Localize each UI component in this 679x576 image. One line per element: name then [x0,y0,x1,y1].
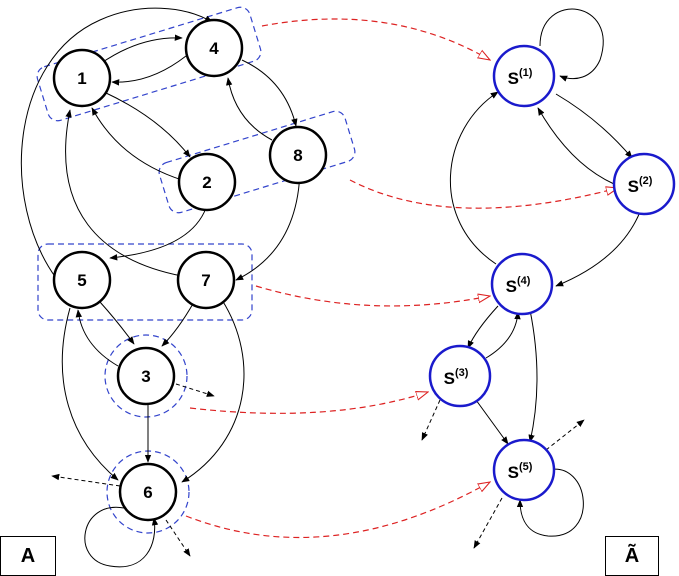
node-6: 6 [118,462,178,522]
group-2-8-outline [158,110,356,214]
sedge-s5-out-up [545,419,585,451]
supernode-s3: S(3) [428,344,492,408]
edge-1-2 [103,91,191,158]
graph-a-label: A [0,536,56,576]
sedge-s4-s3 [467,305,499,349]
supernode-s2: S(2) [612,152,676,216]
graph-a-external-arrows [51,383,215,557]
supernode-s1-base: S [508,69,519,88]
node-4-label: 4 [209,39,219,58]
graph-a-tilde-edges [450,8,641,537]
supernode-s3-base: S [444,369,455,388]
sedge-s4-s5 [528,309,538,443]
mapping-arrows [185,18,618,539]
node-3-label: 3 [141,367,150,386]
graph-a-edges [20,7,301,568]
node-3: 3 [116,346,176,406]
sedge-s1-s2 [555,93,633,159]
edge-8-7 [235,169,301,281]
svg-text:S(1): S(1) [508,67,533,88]
map-group28-to-s2 [349,179,618,209]
supernode-s4-base: S [506,277,517,296]
edge-2-5 [109,207,207,261]
sedge-s2-s4 [555,211,641,287]
svg-text:S(2): S(2) [628,175,653,196]
edge-6-4-loop [20,7,213,279]
node-8-label: 8 [293,146,302,165]
graph-a-nodes: 1 4 8 2 5 7 3 6 [52,18,328,522]
supernode-s5: S(5) [492,438,556,502]
node-2: 2 [177,152,237,212]
supernode-s2-base: S [628,177,639,196]
map-group14-to-s1 [261,18,490,60]
group-3-outline [104,334,188,418]
edge-6-out-down [165,519,191,557]
edge-8-4 [226,77,273,141]
graph-a-tilde-nodes: S(1) S(2) S(4) S(3) S(5) [428,44,676,502]
map-6-to-s5 [185,482,490,539]
edge-5-6 [61,307,119,481]
node-4: 4 [184,18,244,78]
svg-text:S(3): S(3) [444,367,469,388]
edge-7-6 [181,299,245,483]
map-3-to-s3 [189,392,428,414]
node-1: 1 [52,48,112,108]
edge-1-4 [99,34,183,65]
supernode-s1: S(1) [492,44,556,108]
sedge-s4-s1 [450,91,499,265]
node-7: 7 [176,250,236,310]
supernode-s4: S(4) [490,252,554,316]
sedge-s5-out-down [473,497,503,549]
node-7-label: 7 [201,271,210,290]
node-8: 8 [268,125,328,185]
supernode-s5-base: S [508,463,519,482]
node-6-label: 6 [143,483,152,502]
sedge-s3-s5 [475,399,509,445]
supernode-s2-index: (2) [639,175,653,187]
supernode-s5-index: (5) [519,461,533,473]
supernode-s3-index: (3) [455,367,469,379]
edge-4-8 [241,59,298,127]
edge-7-3 [161,301,195,347]
map-group57-to-s4 [255,285,490,307]
sedge-s1-self-loop [539,8,604,82]
graph-a-tilde-external-arrows [421,399,585,549]
edge-3-5 [75,309,119,367]
edge-2-1 [91,107,183,181]
sedge-s2-s1 [537,107,615,185]
edge-4-1 [111,55,187,86]
edge-6-self-loop [84,506,159,568]
node-2-label: 2 [202,173,211,192]
svg-text:S(5): S(5) [508,461,533,482]
node-1-label: 1 [77,69,86,88]
edge-7-1 [65,109,183,277]
group-1-4-outline [36,6,262,122]
sedge-s3-out [421,399,441,441]
edge-3-out [175,383,215,397]
supernode-s4-index: (4) [517,275,531,287]
node-5: 5 [52,250,112,310]
edge-6-out-left [51,473,121,487]
supernode-s1-index: (1) [519,67,533,79]
node-5-label: 5 [77,271,86,290]
svg-text:S(4): S(4) [506,275,531,296]
sedge-s5-self-loop [516,468,584,537]
sedge-s3-s4 [485,311,521,359]
edge-5-3 [99,301,135,345]
graph-a-tilde-label: Ã [605,536,659,576]
